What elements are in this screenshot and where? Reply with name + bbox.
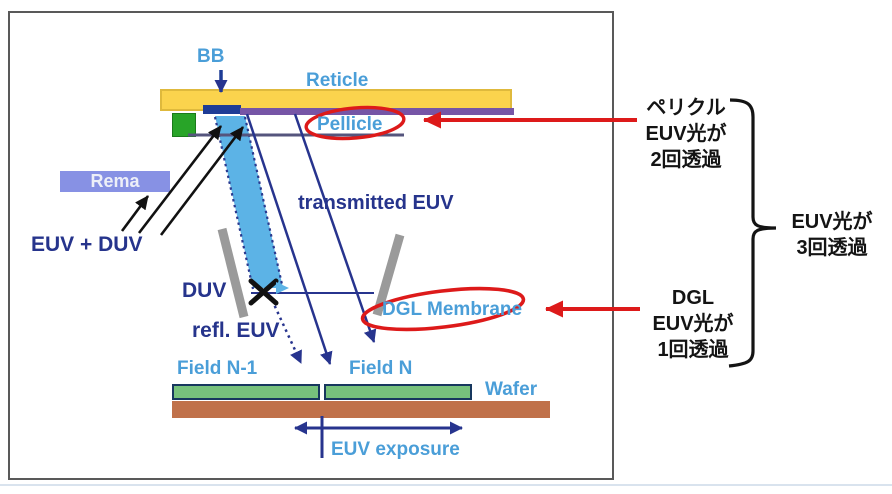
transmitted-euv-ray-1 bbox=[245, 113, 333, 365]
pellicle-callout-ellipse bbox=[304, 105, 406, 141]
pellicle-note: ペリクル EUV光が 2回透過 bbox=[628, 95, 744, 173]
overall-note-line1: EUV光が bbox=[791, 211, 873, 233]
field-n-label: Field N bbox=[349, 358, 413, 379]
euv-exposure-label: EUV exposure bbox=[331, 439, 460, 460]
bb-absorber-patch bbox=[203, 105, 241, 114]
dgl-note-line1: DGL bbox=[671, 287, 715, 309]
dgl-membrane-label: DGL Membrane bbox=[382, 299, 523, 320]
rema-label: Rema bbox=[90, 171, 140, 191]
dgl-callout-ellipse bbox=[360, 286, 526, 332]
incoming-arrow-2 bbox=[159, 126, 245, 236]
field-n-bar bbox=[324, 384, 472, 400]
duv-blocked-x-icon bbox=[248, 278, 279, 306]
wafer-label: Wafer bbox=[485, 379, 538, 400]
pellicle-note-line1: ペリクル bbox=[646, 97, 726, 119]
pellicle-note-line3: 2回透過 bbox=[650, 149, 722, 171]
field-n-minus-1-label: Field N-1 bbox=[177, 358, 258, 379]
bb-label: BB bbox=[197, 46, 225, 67]
transmitted-euv-label: transmitted EUV bbox=[298, 192, 454, 214]
overall-note-line2: 3回透過 bbox=[796, 237, 868, 259]
euv-duv-label: EUV + DUV bbox=[31, 233, 143, 256]
refl-euv-label: refl. EUV bbox=[192, 319, 280, 342]
beam-arrowhead-icon bbox=[276, 282, 289, 294]
transmitted-euv-ray-2 bbox=[293, 113, 377, 343]
green-stud bbox=[172, 113, 196, 137]
pellicle-attach-layer bbox=[240, 108, 514, 115]
duv-label: DUV bbox=[182, 279, 227, 302]
rema-box: Rema bbox=[60, 171, 170, 192]
refl-euv-dotted-ray bbox=[270, 299, 303, 364]
incoming-arrow-rema bbox=[120, 195, 150, 232]
dgl-note: DGL EUV光が 1回透過 bbox=[635, 285, 751, 363]
pellicle-label: Pellicle bbox=[317, 114, 383, 135]
gray-blocker-left bbox=[217, 227, 249, 319]
field-n-minus-1-bar bbox=[172, 384, 320, 400]
incoming-arrow-1 bbox=[137, 125, 223, 234]
incident-beam bbox=[215, 116, 283, 288]
overall-note: EUV光が 3回透過 bbox=[774, 209, 890, 261]
reticle-label: Reticle bbox=[306, 70, 369, 91]
scan-artifact-line bbox=[0, 484, 892, 486]
pellicle-note-line2: EUV光が bbox=[645, 123, 727, 145]
brace-icon bbox=[728, 98, 777, 368]
dgl-note-line3: 1回透過 bbox=[657, 339, 729, 361]
dgl-note-line2: EUV光が bbox=[652, 313, 734, 335]
wafer-bar bbox=[172, 401, 550, 418]
gray-blocker-right bbox=[372, 233, 405, 317]
